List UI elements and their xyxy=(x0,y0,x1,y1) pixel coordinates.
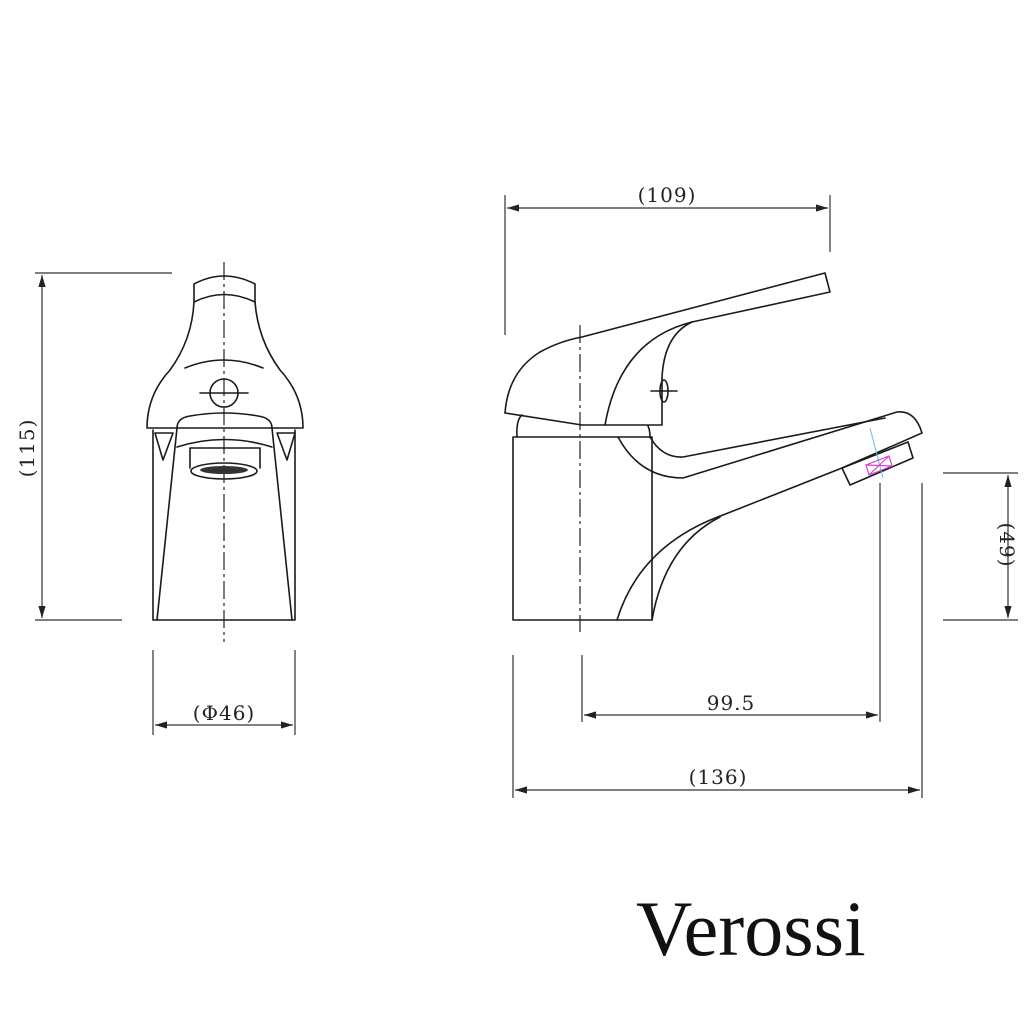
side-spout xyxy=(616,411,923,621)
side-lever-inner-curve xyxy=(604,321,693,426)
aerator-guide-line xyxy=(869,427,884,479)
side-spout-inner xyxy=(649,417,886,458)
front-spout-arc xyxy=(176,438,273,448)
side-body xyxy=(512,436,653,621)
front-handle-body xyxy=(146,301,304,429)
dim-label-136: (136) xyxy=(689,765,748,789)
front-notches xyxy=(154,432,296,461)
side-spout-underside xyxy=(651,516,721,621)
front-body-taper xyxy=(156,427,293,621)
front-handle-cap xyxy=(193,275,256,303)
dim-label-109: (109) xyxy=(638,183,697,207)
front-aerator-ring xyxy=(190,462,258,480)
front-view xyxy=(146,262,304,642)
dim-label-115: (115) xyxy=(15,419,39,478)
aerator-mesh-icon xyxy=(200,466,248,474)
dimension-136: (136) xyxy=(512,483,923,798)
side-lever xyxy=(504,272,831,414)
dim-label-diameter: (Φ46) xyxy=(193,701,255,725)
front-aerator-housing xyxy=(189,447,261,469)
dim-label-49: (49) xyxy=(995,522,1019,567)
dimension-diameter-46: (Φ46) xyxy=(152,650,296,735)
front-handle-arc xyxy=(184,359,264,369)
side-lever-inner-curve-2 xyxy=(661,321,693,379)
aerator-marker-icon xyxy=(865,455,893,476)
dimension-109: (109) xyxy=(504,183,831,335)
front-spout-top xyxy=(176,412,273,429)
side-view xyxy=(504,272,923,632)
brand-logo: Verossi xyxy=(636,885,866,972)
side-lever-base xyxy=(504,377,663,426)
dimension-49: (49) xyxy=(943,472,1019,621)
dimension-115: (115) xyxy=(15,272,172,621)
front-body xyxy=(152,429,296,621)
dimension-99-5: 99.5 xyxy=(581,483,881,722)
dim-label-99-5: 99.5 xyxy=(707,691,756,715)
side-aerator xyxy=(841,441,914,486)
